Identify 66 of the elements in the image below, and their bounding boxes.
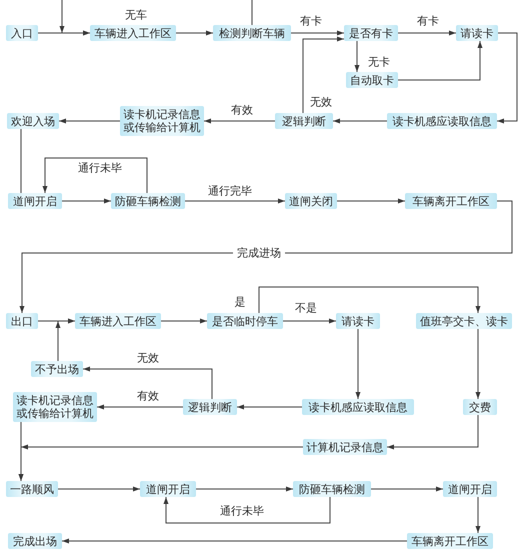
arrow <box>62 198 112 204</box>
process-box: 检测判断车辆 <box>213 25 291 41</box>
arrow <box>82 366 212 400</box>
arrow <box>354 40 360 72</box>
process-box: 欢迎入场 <box>7 113 59 129</box>
process-box: 读卡机记录信息或传输给计算机 <box>120 106 204 136</box>
process-box: 逻辑判断 <box>183 399 237 415</box>
arrow <box>356 328 360 400</box>
arrow <box>332 118 388 124</box>
process-box: 请读卡 <box>336 313 380 329</box>
process-box: 计算机记录信息 <box>303 439 387 455</box>
process-box: 防砸车辆检测 <box>293 481 371 497</box>
process-box: 是否有卡 <box>344 25 398 41</box>
arrow <box>58 486 140 492</box>
process-box: 读卡机感应读取信息 <box>387 113 497 129</box>
arrow <box>386 414 478 450</box>
edge-label: 完成进场 <box>233 246 285 260</box>
process-box: 读卡机记录信息或传输给计算机 <box>13 392 97 422</box>
process-box: 完成出场 <box>8 533 62 549</box>
process-box: 不予出场 <box>31 361 83 377</box>
arrow <box>290 30 344 36</box>
arrow <box>56 318 76 362</box>
arrow <box>164 496 330 524</box>
process-box: 车辆离开工作区 <box>405 193 497 209</box>
arrow <box>258 286 480 314</box>
arrow <box>18 422 24 482</box>
arrow <box>476 328 480 400</box>
process-box: 车辆进入工作区 <box>75 313 161 329</box>
arrow <box>62 538 408 544</box>
arrow <box>398 30 456 36</box>
process-box: 逻辑判断 <box>275 113 333 129</box>
arrow <box>282 318 336 324</box>
process-box: 读卡机感应读取信息 <box>302 399 414 415</box>
arrow <box>236 404 302 410</box>
arrow <box>96 404 184 410</box>
process-box: 出口 <box>6 313 38 329</box>
process-box: 道闸开启 <box>140 481 196 497</box>
process-box: 车辆离开工作区 <box>407 533 493 549</box>
process-box: 是否临时停车 <box>207 313 283 329</box>
arrow <box>336 198 406 204</box>
arrow <box>58 118 120 124</box>
arrow <box>20 200 512 314</box>
arrow <box>476 496 480 534</box>
process-box: 入口 <box>6 25 38 41</box>
process-box: 道闸开启 <box>443 481 497 497</box>
arrow <box>176 30 214 36</box>
process-box: 请读卡 <box>456 25 498 41</box>
connector-line <box>20 128 22 194</box>
process-box: 道闸开启 <box>8 193 62 209</box>
arrow <box>196 486 294 492</box>
arrow <box>184 198 286 204</box>
process-box: 值班亭交卡、读卡 <box>416 313 512 329</box>
process-box: 道闸关闭 <box>285 193 337 209</box>
process-box: 一路顺风 <box>6 481 58 497</box>
arrow <box>42 158 148 194</box>
process-box: 车辆进入工作区 <box>90 25 176 41</box>
arrow <box>370 486 444 492</box>
process-box: 交费 <box>463 399 497 415</box>
arrow <box>204 118 276 124</box>
process-box: 防砸车辆检测 <box>111 193 185 209</box>
arrow <box>302 36 344 114</box>
arrow <box>398 40 482 80</box>
arrow <box>60 0 252 36</box>
process-box: 自动取卡 <box>346 72 398 88</box>
arrow <box>496 32 518 124</box>
arrow <box>160 318 208 324</box>
